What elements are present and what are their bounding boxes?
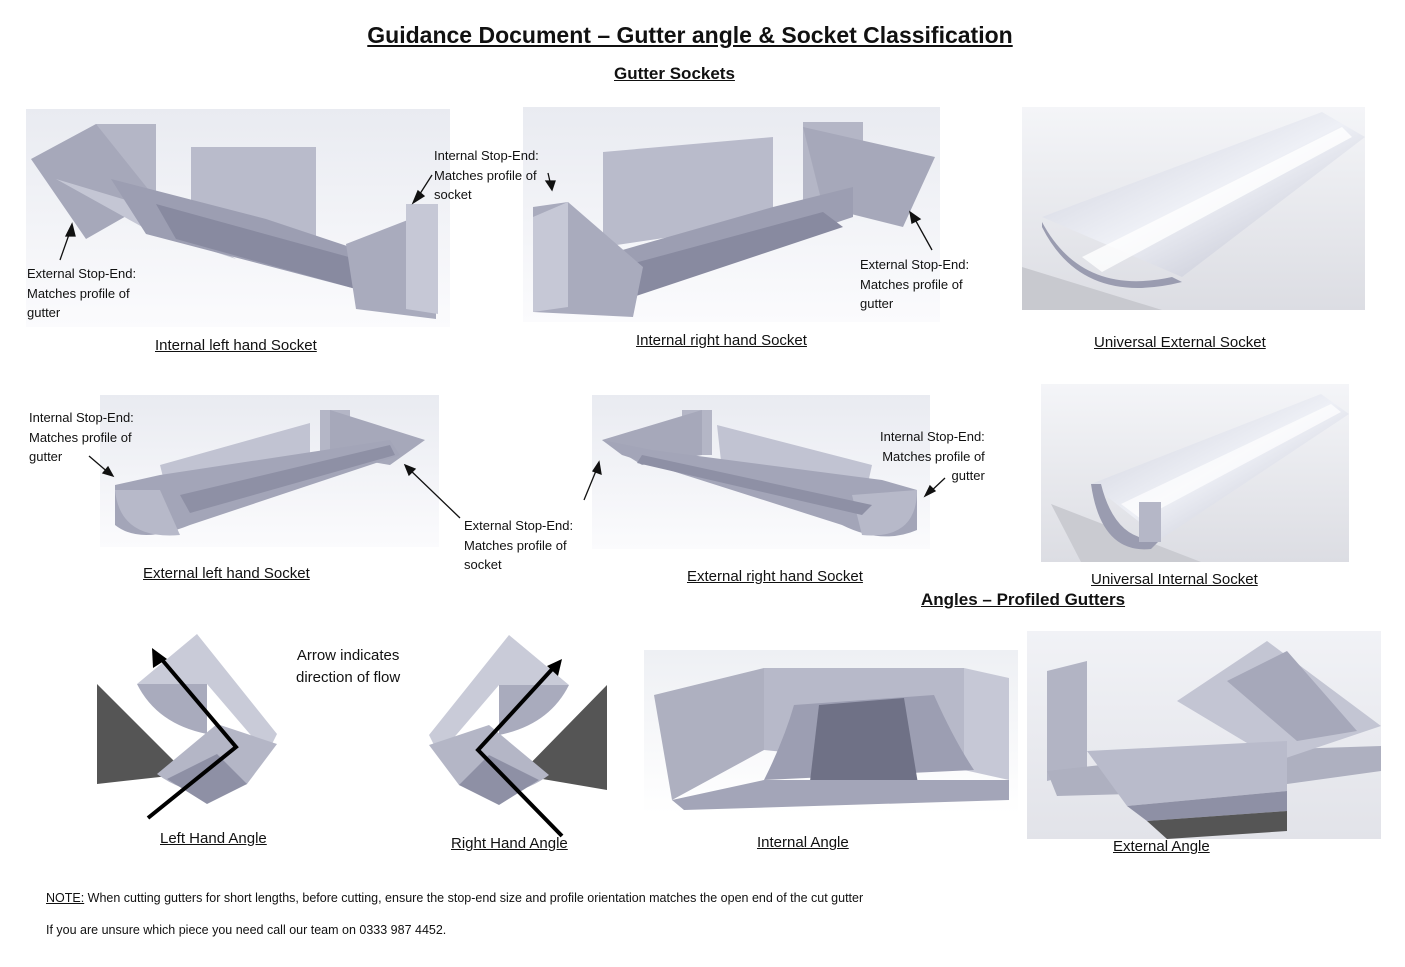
internal-stop-end-note-external-left: Internal Stop-End: Matches profile of gu… bbox=[29, 410, 134, 464]
internal-right-socket-image bbox=[523, 107, 940, 322]
caption-universal-internal-socket: Universal Internal Socket bbox=[1091, 571, 1258, 588]
caption-universal-external-socket: Universal External Socket bbox=[1094, 334, 1266, 351]
caption-external-right-socket: External right hand Socket bbox=[687, 568, 863, 585]
universal-internal-socket-image bbox=[1041, 384, 1349, 562]
internal-left-socket-image bbox=[26, 109, 450, 327]
external-left-socket-image bbox=[100, 395, 439, 547]
right-hand-angle-image bbox=[409, 625, 607, 820]
caption-external-angle: External Angle bbox=[1113, 838, 1210, 855]
internal-stop-end-note-socket: Internal Stop-End: Matches profile of so… bbox=[434, 148, 539, 202]
left-hand-angle-image bbox=[97, 624, 293, 816]
caption-internal-angle: Internal Angle bbox=[757, 834, 849, 851]
external-angle-image bbox=[1027, 631, 1381, 839]
caption-right-hand-angle: Right Hand Angle bbox=[451, 835, 568, 852]
cutting-note: NOTE: When cutting gutters for short len… bbox=[46, 890, 863, 907]
page-title: Guidance Document – Gutter angle & Socke… bbox=[367, 22, 1013, 48]
flow-direction-note: Arrow indicates direction of flow bbox=[296, 647, 401, 686]
caption-left-hand-angle: Left Hand Angle bbox=[160, 830, 267, 847]
caption-external-left-socket: External left hand Socket bbox=[143, 565, 310, 582]
external-stop-end-note-internal-left: External Stop-End: Matches profile of gu… bbox=[27, 266, 137, 320]
contact-note: If you are unsure which piece you need c… bbox=[46, 923, 447, 937]
universal-external-socket-image bbox=[1022, 107, 1365, 310]
section-heading-sockets: Gutter Sockets bbox=[614, 64, 735, 83]
section-heading-angles: Angles – Profiled Gutters bbox=[921, 590, 1126, 609]
note-text: When cutting gutters for short lengths, … bbox=[84, 891, 864, 905]
external-right-socket-image bbox=[592, 395, 930, 549]
internal-angle-image bbox=[644, 650, 1018, 814]
internal-stop-end-note-external-right: Internal Stop-End: Matches profile of gu… bbox=[880, 429, 985, 483]
note-label: NOTE: bbox=[46, 891, 85, 905]
caption-internal-left-socket: Internal left hand Socket bbox=[155, 337, 317, 354]
external-stop-end-note-internal-right: External Stop-End: Matches profile of gu… bbox=[860, 257, 970, 311]
external-stop-end-note-middle: External Stop-End: Matches profile of so… bbox=[464, 518, 574, 572]
caption-internal-right-socket: Internal right hand Socket bbox=[636, 332, 807, 349]
